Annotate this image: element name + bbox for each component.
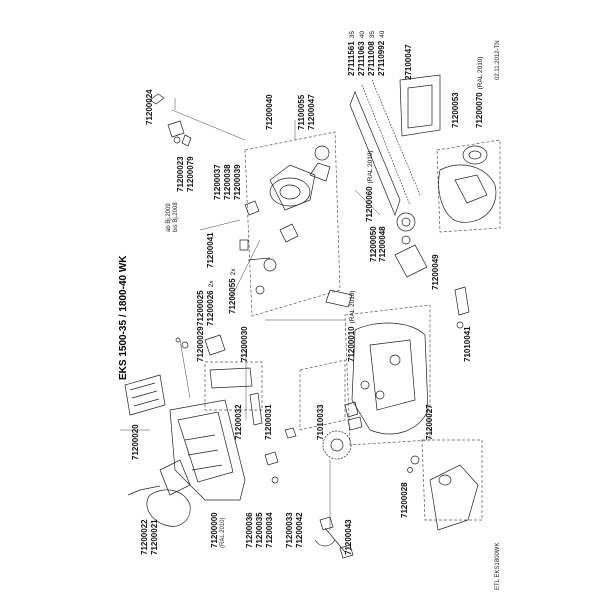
assembly-lines — [120, 98, 381, 530]
part-label-71200049: 71200049 — [431, 254, 440, 290]
part-label-71200079: 71200079 — [186, 156, 195, 192]
part-label-71010041: 71010041 — [463, 326, 472, 362]
document-code: ETL EKS1800WK — [495, 542, 501, 590]
part-label-71200023: 71200023 — [176, 156, 185, 192]
part-label-71200037: 71200037 — [213, 164, 222, 200]
part-label-71200032: 71200032 — [234, 404, 243, 440]
switch-parts — [175, 334, 297, 484]
part-label-71200043: 71200043 — [344, 519, 353, 555]
part-label-71200042: 71200042 — [295, 512, 304, 548]
hand-guard — [124, 374, 166, 416]
part-label-71200047-top: 71200047 — [307, 94, 316, 130]
diagram-title: EKS 1500-35 / 1800-40 WK — [118, 255, 129, 380]
part-label-27100047: 27100047 — [404, 44, 413, 80]
part-label-71200030: 71200030 — [240, 326, 249, 362]
part-label-71200060: 71200060(RAL 2010) — [365, 150, 374, 222]
part-label-71200021: 71200021 — [150, 519, 159, 555]
part-label-27111063: 2711106340 — [357, 31, 366, 76]
part-label-71200053: 71200053 — [451, 92, 460, 128]
part-label-71200050: 71200050 — [369, 226, 378, 262]
chain-guard — [438, 145, 497, 223]
part-label-71200027: 71200027 — [425, 404, 434, 440]
part-label-71200048: 71200048 — [378, 226, 387, 262]
part-label-71200041: 71200041 — [206, 232, 215, 268]
part-label-71200022: 71200022 — [140, 519, 149, 555]
part-label-71200020: 71200020 — [131, 424, 140, 460]
main-housing-left — [159, 399, 246, 501]
sprocket-gear — [322, 380, 370, 460]
part-label-71200000: 71200000 — [210, 512, 219, 548]
part-label-27111561: 2711156135 — [347, 31, 356, 76]
part-label-71200039: 71200039 — [233, 164, 242, 200]
power-cord — [314, 516, 354, 559]
part-note-71200079: bis Bj.2008 — [173, 202, 179, 232]
part-label-71100055: 71100055 — [297, 94, 306, 130]
part-label-71200038: 71200038 — [223, 164, 232, 200]
part-note-71200023: ab Bj.2009 — [166, 203, 172, 232]
part-label-71200036: 71200036 — [245, 512, 254, 548]
part-label-71200010: 71200010(RAL 2010) — [347, 290, 356, 362]
part-label-71200034: 71200034 — [265, 512, 274, 548]
part-label-71200029: 71200029 — [196, 326, 205, 362]
part-label-71200033: 71200033 — [285, 512, 294, 548]
tensioner-parts — [394, 235, 470, 329]
part-label-71200025: 71200025 — [196, 290, 205, 326]
assembly-frames — [204, 131, 501, 521]
part-label-71010033: 71010033 — [316, 404, 325, 440]
bracket-parts — [149, 93, 192, 147]
part-label-71200026: 712000262x — [206, 280, 215, 326]
guide-bar-and-chain — [349, 74, 441, 232]
part-suffix-71200000: (RAL 2010) — [220, 517, 226, 548]
part-label-71200035: 71200035 — [255, 512, 264, 548]
part-label-71200031: 71200031 — [264, 404, 273, 440]
part-label-71200055: 712000552x — [228, 268, 237, 314]
part-label-71200028: 71200028 — [400, 482, 409, 518]
drive-cover — [407, 455, 479, 531]
motor-assembly — [239, 145, 331, 295]
part-label-71200024: 71200024 — [145, 89, 154, 125]
rear-handle — [127, 485, 191, 527]
part-label-27111008: 2711100835 — [367, 31, 376, 76]
part-label-71200070: 71200070(RAL 2010) — [475, 56, 484, 128]
date-code: 02.11.2012-TN — [495, 40, 501, 80]
part-label-27110992: 2711099240 — [377, 30, 386, 76]
main-housing-right — [325, 289, 429, 435]
part-label-71200040: 71200040 — [265, 94, 274, 130]
